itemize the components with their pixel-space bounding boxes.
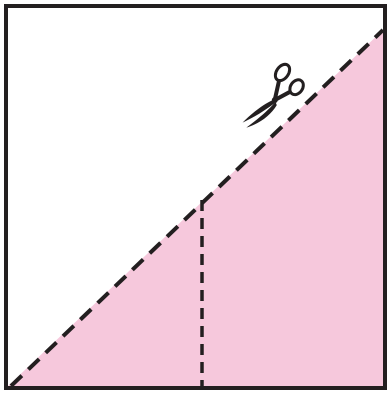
diagonal-cut-line [9,28,385,388]
paper-square-border [4,4,387,390]
scissors-icon [242,62,305,128]
